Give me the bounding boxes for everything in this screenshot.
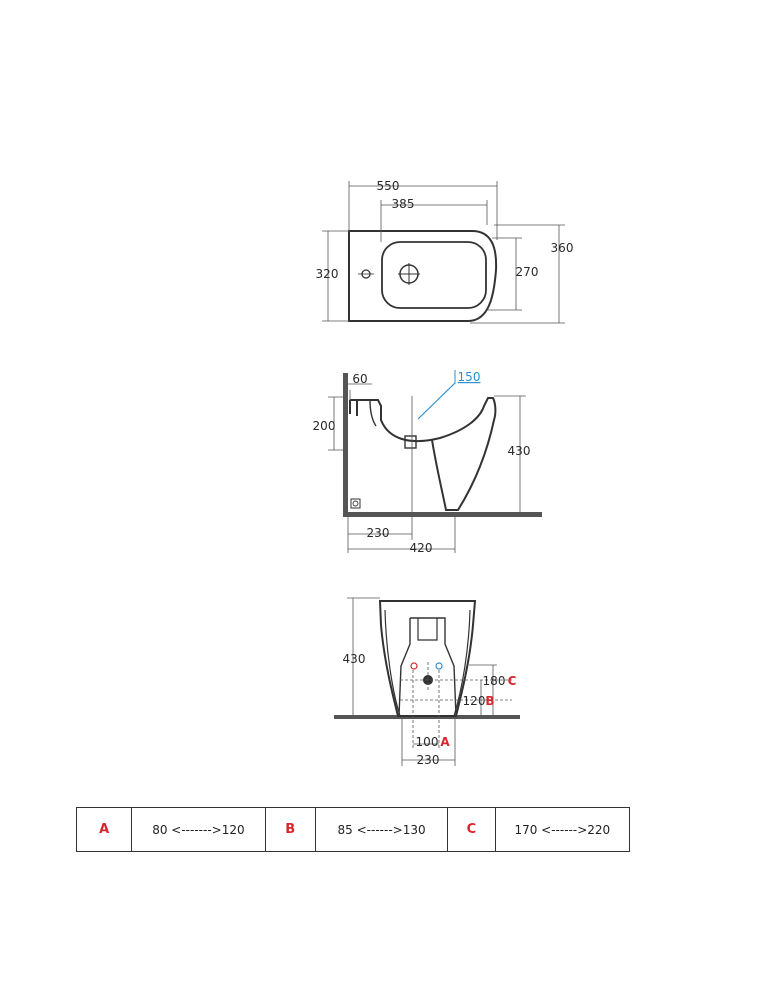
label-a-front: A xyxy=(440,735,450,749)
dim-150: 150 xyxy=(458,370,481,384)
dim-550: 550 xyxy=(377,179,400,193)
dim-420: 420 xyxy=(410,541,433,555)
top-view xyxy=(348,230,498,322)
dim-200: 200 xyxy=(313,419,336,433)
label-b-front: B xyxy=(485,694,494,708)
top-bowl xyxy=(381,241,487,309)
dim-60: 60 xyxy=(352,372,367,386)
front-view xyxy=(334,600,520,750)
dim-360: 360 xyxy=(551,241,574,255)
table-range-b: 85 <------>130 xyxy=(314,807,449,852)
top-dimensions xyxy=(322,181,565,324)
dim-230-front: 230 xyxy=(417,753,440,767)
dim-180: 180 xyxy=(483,674,506,688)
table-key-a: A xyxy=(75,807,133,852)
dim-320: 320 xyxy=(316,267,339,281)
cold-inlet-icon xyxy=(435,662,443,670)
table-row: A 80 <------->120 B 85 <------>130 C 170… xyxy=(75,807,631,852)
dim-430-side: 430 xyxy=(508,444,531,458)
front-dimensions xyxy=(347,597,497,766)
floor xyxy=(343,512,542,517)
wall xyxy=(343,373,348,517)
top-outline xyxy=(348,230,498,322)
dim-100: 100 xyxy=(416,735,439,749)
label-c-front: C xyxy=(508,674,517,688)
hot-inlet-icon xyxy=(410,662,418,670)
side-view xyxy=(343,370,542,517)
side-dimensions xyxy=(328,383,526,553)
dim-120: 120 xyxy=(463,694,486,708)
floor-fixing-icon xyxy=(350,498,361,509)
dim-230-side: 230 xyxy=(367,526,390,540)
table-key-b: B xyxy=(264,807,316,852)
dim-385: 385 xyxy=(392,197,415,211)
table-range-a: 80 <------->120 xyxy=(131,807,266,852)
dim-430-front: 430 xyxy=(343,652,366,666)
spec-table: A 80 <------->120 B 85 <------>130 C 170… xyxy=(75,807,631,852)
table-range-c: 170 <------>220 xyxy=(494,807,631,852)
dim-270: 270 xyxy=(516,265,539,279)
table-key-c: C xyxy=(447,807,496,852)
